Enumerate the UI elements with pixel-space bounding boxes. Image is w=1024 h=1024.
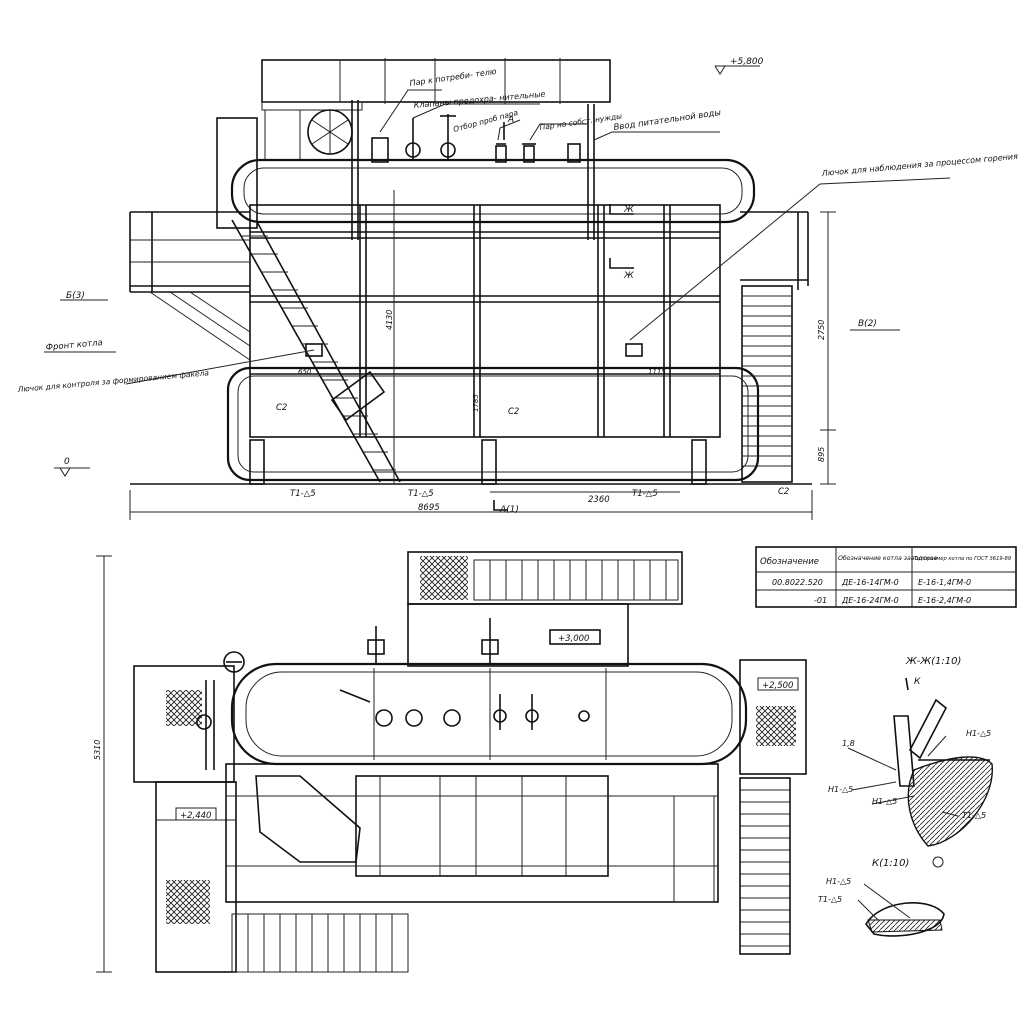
spec-row2-size: Е-16-2,4ГМ-0 (918, 596, 971, 605)
detail-k-t1: Т1-△5 (818, 895, 842, 904)
detail-k-title: К(1:10) (872, 858, 909, 869)
callout-safety-valves: Клапаны предохра- нительные (413, 90, 545, 110)
weld-c2-right: С2 (778, 487, 789, 497)
upper-drum (230, 158, 756, 224)
side-elevation (44, 58, 951, 520)
spec-row1-factory: ДЕ-16-14ГМ-0 (841, 578, 899, 587)
spec-header-size: Типоразмер котла по ГОСТ 3619-89 (914, 556, 1011, 562)
detail-h1-mid: Н1-△5 (872, 797, 897, 806)
dim-1785: 1785 (472, 394, 480, 412)
observation-hatch (625, 343, 643, 357)
detail-section-zh: Ж-Ж(1:10) К 1,8 Н1-△5 Н1-△5 Н1-△5 Т1-△5 (828, 656, 993, 847)
section-a: A (507, 115, 514, 125)
dim-right-lower: 895 (817, 447, 826, 462)
spec-row1-designation: 00.8022.520 (772, 578, 823, 587)
detail-h1-top: Н1-△5 (966, 729, 991, 738)
top-valves (371, 114, 581, 163)
dim-overall: 8695 (418, 503, 440, 513)
level-plan-3: +2,440 (180, 811, 211, 821)
detail-section-title: Ж-Ж(1:10) (905, 656, 961, 667)
dim-height: 4130 (385, 310, 394, 330)
spec-row1-size: Е-16-1,4ГМ-0 (918, 578, 971, 587)
roof-duct (261, 59, 611, 103)
detail-h1-left: Н1-△5 (828, 785, 853, 794)
level-top: +5,800 (730, 57, 764, 67)
callout-steam-consumer: Пар к потреби- телю (409, 67, 497, 88)
plan-view-labels: +3,000 +2,500 +2,440 5310 (93, 634, 793, 821)
callout-feedwater: Ввод питательной воды (613, 108, 722, 133)
lower-drum (226, 366, 760, 482)
weld-t1-right: Т1-△5 (632, 489, 658, 499)
right-platform (740, 211, 809, 483)
level-zero: 0 (64, 457, 70, 467)
plan-view (96, 551, 807, 973)
weld-c2-mid: С2 (508, 407, 519, 417)
section-a2: A(1) (499, 505, 519, 515)
weld-t1-left: Т1-△5 (290, 489, 316, 499)
spec-table: Обозначение Обозначение котла заводское … (755, 546, 1017, 608)
level-plan-1: +3,000 (558, 634, 589, 644)
section-zh-top: Ж (623, 205, 634, 215)
plan-drum (230, 662, 748, 766)
control-hatch (305, 343, 323, 357)
spec-row2-factory: ДЕ-16-24ГМ-0 (841, 596, 899, 605)
dim-650: 650 (298, 368, 312, 376)
detail-thickness: 1,8 (842, 739, 855, 748)
callout-observation: Лючок для наблюдения за процессом горени… (820, 152, 1018, 178)
callout-control-hatch: Лючок для контроля за формированием факе… (16, 368, 209, 394)
plan-flue-duct (355, 775, 609, 877)
spec-header-designation: Обозначение (760, 557, 819, 567)
furnace-body (249, 204, 721, 438)
detail-k-h1: Н1-△5 (826, 877, 851, 886)
dim-1115: 1115 (648, 368, 666, 376)
detail-arrow-k: К (914, 677, 921, 687)
detail-t1-right: Т1-△5 (962, 811, 986, 820)
dim-plan-width: 5310 (93, 740, 102, 760)
weld-t1-mid: Т1-△5 (408, 489, 434, 499)
dim-span: 2360 (588, 495, 610, 505)
dim-right-height: 2750 (817, 320, 826, 340)
section-zh-bottom: Ж (623, 271, 634, 281)
view-b: Б(3) (66, 291, 85, 301)
spec-row2-designation: -01 (814, 596, 827, 605)
spec-header-factory: Обозначение котла заводское (838, 554, 937, 562)
detail-k: К(1:10) Н1-△5 Т1-△5 (818, 856, 945, 937)
callout-boiler-front: Фронт котла (45, 338, 103, 353)
weld-c2-left: С2 (276, 403, 287, 413)
callout-own-needs: Пар на собст. нужды (539, 111, 623, 131)
level-plan-2: +2,500 (762, 681, 793, 691)
view-v: В(2) (858, 319, 877, 329)
